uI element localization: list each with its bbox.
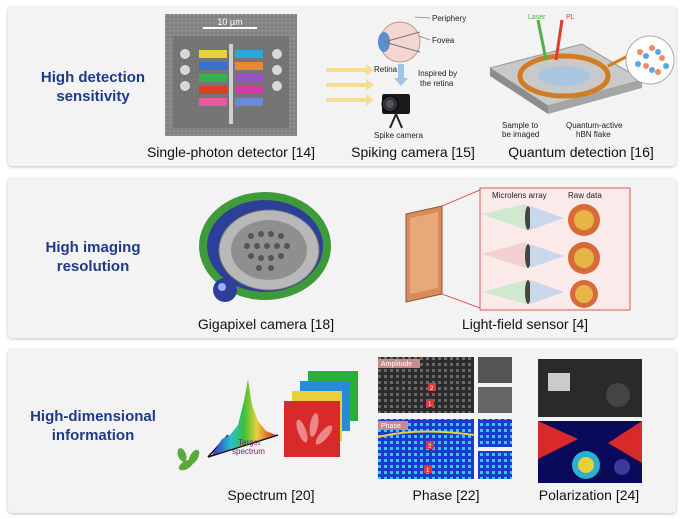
- single-photon-detector-image: 10 µm: [165, 14, 297, 136]
- spike-camera-label: Spike camera: [374, 131, 423, 140]
- row-label-resolution: High imaging resolution: [8, 238, 178, 276]
- quantum-line1: Quantum-active: [566, 121, 623, 130]
- row-label-line2: information: [51, 427, 135, 444]
- polarization-image: [538, 359, 642, 483]
- caption-phase: Phase [22]: [412, 487, 480, 503]
- microlens-label: Microlens array: [492, 191, 547, 200]
- row-label-line1: High imaging: [45, 239, 141, 256]
- raw-data-label: Raw data: [568, 191, 602, 200]
- sample-line2: be imaged: [502, 130, 539, 139]
- scale-bar-label: 10 µm: [217, 17, 242, 27]
- row-label-dimensional: High-dimensional information: [8, 407, 178, 445]
- retina-label: Retina: [374, 65, 398, 74]
- row-label-line1: High detection: [40, 69, 146, 86]
- row-label-line1: High-dimensional: [30, 408, 156, 425]
- target-line1: Target: [238, 438, 261, 447]
- periphery-label: Periphery: [432, 14, 466, 23]
- laser-label: Laser: [528, 14, 546, 21]
- caption-lightfield: Light-field sensor [4]: [461, 316, 589, 332]
- row-label-line2: resolution: [56, 258, 130, 275]
- marker-2-phase: 2: [428, 444, 432, 450]
- row-label-line2: sensitivity: [56, 88, 130, 105]
- caption-quantum: Quantum detection [16]: [508, 144, 654, 160]
- marker-2-amp: 2: [430, 386, 434, 392]
- phase-image: Amplitude Phase 2 1 2 1: [377, 357, 514, 481]
- caption-polarization: Polarization [24]: [538, 487, 640, 503]
- panel-detection-sensitivity: High detection sensitivity 10 µm: [8, 6, 676, 166]
- fovea-label: Fovea: [432, 36, 455, 45]
- marker-1-phase: 1: [426, 468, 430, 474]
- quantum-detection-image: Laser PL Sample to be imaged Quantum-act…: [482, 10, 676, 144]
- row-label-detection: High detection sensitivity: [8, 68, 178, 106]
- caption-spiking: Spiking camera [15]: [351, 144, 475, 160]
- marker-1-amp: 1: [428, 402, 432, 408]
- panel-imaging-resolution: High imaging resolution Gigapixel camera: [8, 178, 676, 338]
- panel-high-dimensional: High-dimensional information: [8, 349, 676, 513]
- amplitude-tag: Amplitude: [381, 361, 412, 368]
- inspired-line1: Inspired by: [418, 69, 457, 78]
- caption-spectrum: Spectrum [20]: [227, 487, 315, 503]
- sample-line1: Sample to: [502, 121, 539, 130]
- caption-single-photon: Single-photon detector [14]: [146, 144, 316, 160]
- pl-label: PL: [566, 14, 575, 21]
- inspired-line2: the retina: [420, 79, 454, 88]
- target-line2: spectrum: [232, 447, 265, 456]
- arrows-icon: [324, 60, 374, 110]
- gigapixel-camera-image: [190, 184, 340, 314]
- spectrum-image: Target spectrum: [168, 365, 368, 483]
- quantum-line2: hBN flake: [576, 130, 611, 139]
- lightfield-sensor-image: Microlens array Raw data: [400, 184, 640, 314]
- spiking-camera-image: Periphery Fovea Retina Inspired by the r…: [370, 12, 480, 142]
- phase-tag: Phase: [381, 423, 401, 430]
- caption-gigapixel: Gigapixel camera [18]: [197, 316, 335, 332]
